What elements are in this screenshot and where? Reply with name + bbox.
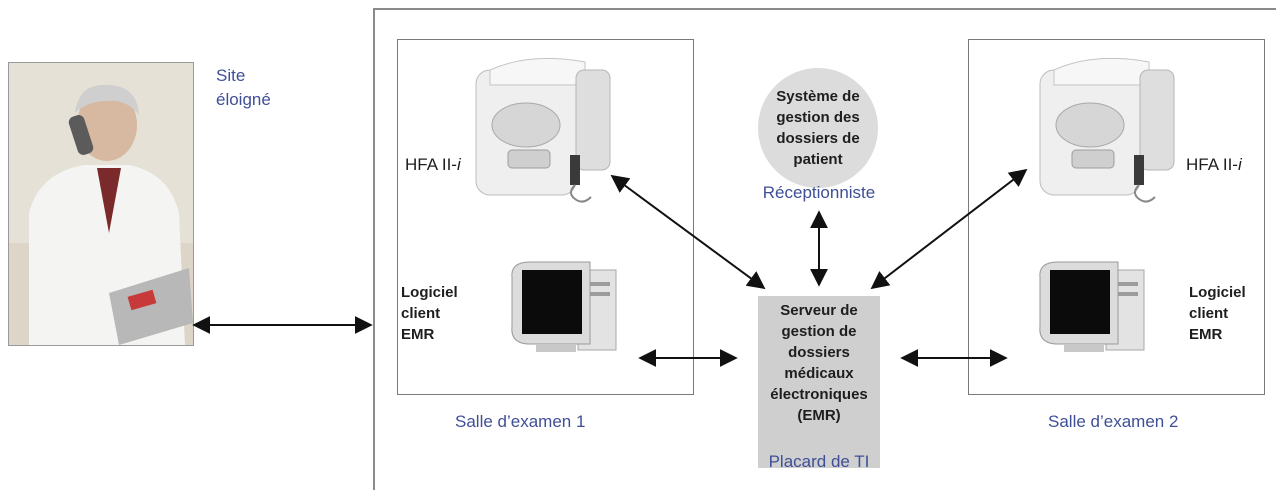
emr-server-label: Serveur de gestion de dossiers médicaux … xyxy=(770,302,868,424)
arrow-hfa2-to-server xyxy=(870,168,1028,290)
computer-1-icon xyxy=(511,261,617,352)
exam-room-1-caption: Salle d’examen 1 xyxy=(455,412,586,431)
hfa-device-1-icon xyxy=(475,57,611,203)
reception-caption: Réceptionniste xyxy=(762,183,876,202)
doctor-photo xyxy=(8,62,194,346)
exam-room-2-software-label: Logiciel client EMR xyxy=(1189,284,1246,343)
exam-room-2-caption: Salle d’examen 2 xyxy=(1048,412,1179,431)
emr-server-box xyxy=(758,296,880,468)
exam-room-2-device-label: HFA II-i xyxy=(1186,155,1242,174)
computer-2-icon xyxy=(1039,261,1145,352)
exam-room-1-device-label: HFA II-i xyxy=(405,155,461,174)
exam-room-1-software-label: Logiciel client EMR xyxy=(401,284,458,343)
arrow-hfa1-to-server xyxy=(610,174,766,290)
remote-site-label: Site éloigné xyxy=(216,66,271,109)
it-closet-caption: Placard de TI xyxy=(768,452,870,471)
patient-system-circle xyxy=(758,68,878,188)
hfa-device-2-icon xyxy=(1039,57,1175,203)
facility-frame xyxy=(373,8,1276,490)
patient-system-label: Système de gestion des dossiers de patie… xyxy=(776,88,860,168)
